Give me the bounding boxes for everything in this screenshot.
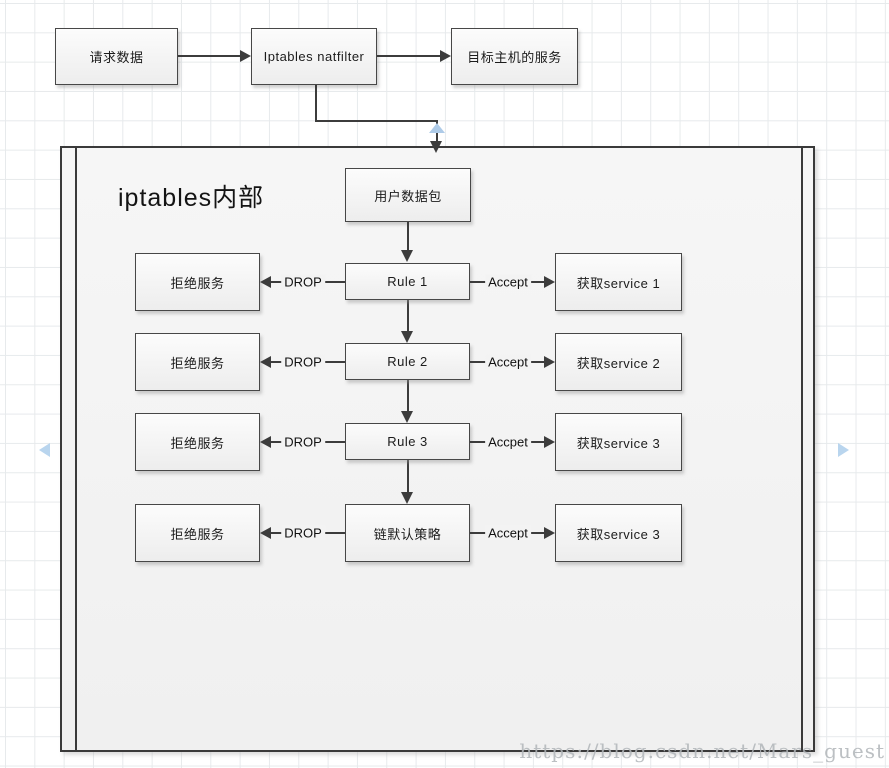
rule3-box: Rule 3 [345,423,470,460]
get-service2-label: 获取service 2 [576,355,661,371]
connector-elbow-segment [315,85,317,122]
autoconnect-up-icon[interactable] [429,123,445,133]
arrowhead-right-icon [240,50,251,62]
arrowhead-down-icon [401,250,413,262]
user-packet-label: 用户数据包 [374,188,442,204]
pool-right-band-line [801,148,803,750]
rule1-label: Rule 1 [387,274,428,289]
deny-service-label: 拒绝服务 [170,355,225,371]
page-nav-left-icon[interactable] [39,443,50,457]
rule2-label: Rule 2 [387,354,428,369]
connector-natfilter-to-target [377,55,440,57]
arrowhead-right-icon [544,436,555,448]
connector-rule1-to-rule2 [407,300,409,333]
arrowhead-right-icon [544,356,555,368]
accept-label: Accept [485,354,531,370]
deny-service-box: 拒绝服务 [135,504,260,562]
accept-label: Accept [485,525,531,541]
deny-service-label: 拒绝服务 [170,275,225,291]
rule3-label: Rule 3 [387,434,428,449]
iptables-natfilter-label: Iptables natfilter [263,49,365,64]
arrowhead-left-icon [260,276,271,288]
drop-label: DROP [281,525,325,541]
connector-elbow-segment [315,120,438,122]
accept-label: Accpet [485,434,531,450]
deny-service-label: 拒绝服务 [170,526,225,542]
arrowhead-right-icon [544,527,555,539]
chain-default-policy-label: 链默认策略 [373,526,442,542]
pool-left-band-line [75,148,77,750]
deny-service-box: 拒绝服务 [135,413,260,471]
drop-label: DROP [281,354,325,370]
accept-label: Accept [485,274,531,290]
iptables-natfilter-box: Iptables natfilter [251,28,377,85]
arrowhead-right-icon [440,50,451,62]
arrowhead-down-icon [430,141,442,153]
chain-default-policy-box: 链默认策略 [345,504,470,562]
container-title: iptables内部 [118,184,265,212]
request-data-box: 请求数据 [55,28,178,85]
rule2-box: Rule 2 [345,343,470,380]
get-service1-box: 获取service 1 [555,253,682,311]
connector-rule2-to-rule3 [407,380,409,413]
user-packet-box: 用户数据包 [345,168,471,222]
arrowhead-right-icon [544,276,555,288]
drop-label: DROP [281,434,325,450]
connector-request-to-natfilter [178,55,240,57]
page-nav-right-icon[interactable] [838,443,849,457]
deny-service-box: 拒绝服务 [135,253,260,311]
deny-service-label: 拒绝服务 [170,435,225,451]
rule1-box: Rule 1 [345,263,470,300]
drop-label: DROP [281,274,325,290]
arrowhead-left-icon [260,527,271,539]
get-service2-box: 获取service 2 [555,333,682,391]
arrowhead-down-icon [401,411,413,423]
request-data-label: 请求数据 [89,50,144,65]
arrowhead-left-icon [260,356,271,368]
target-host-service-label: 目标主机的服务 [467,50,562,65]
target-host-service-box: 目标主机的服务 [451,28,578,85]
get-service3-box: 获取service 3 [555,504,682,562]
arrowhead-down-icon [401,492,413,504]
get-service3-box: 获取service 3 [555,413,682,471]
connector-rule3-to-policy [407,460,409,494]
connector-packet-to-rule1 [407,222,409,252]
deny-service-box: 拒绝服务 [135,333,260,391]
get-service3-label: 获取service 3 [576,526,661,542]
arrowhead-down-icon [401,331,413,343]
watermark-text: https://blog.csdn.net/Mars_guest [519,739,885,763]
get-service1-label: 获取service 1 [576,275,661,291]
arrowhead-left-icon [260,436,271,448]
get-service3-label: 获取service 3 [576,435,661,451]
